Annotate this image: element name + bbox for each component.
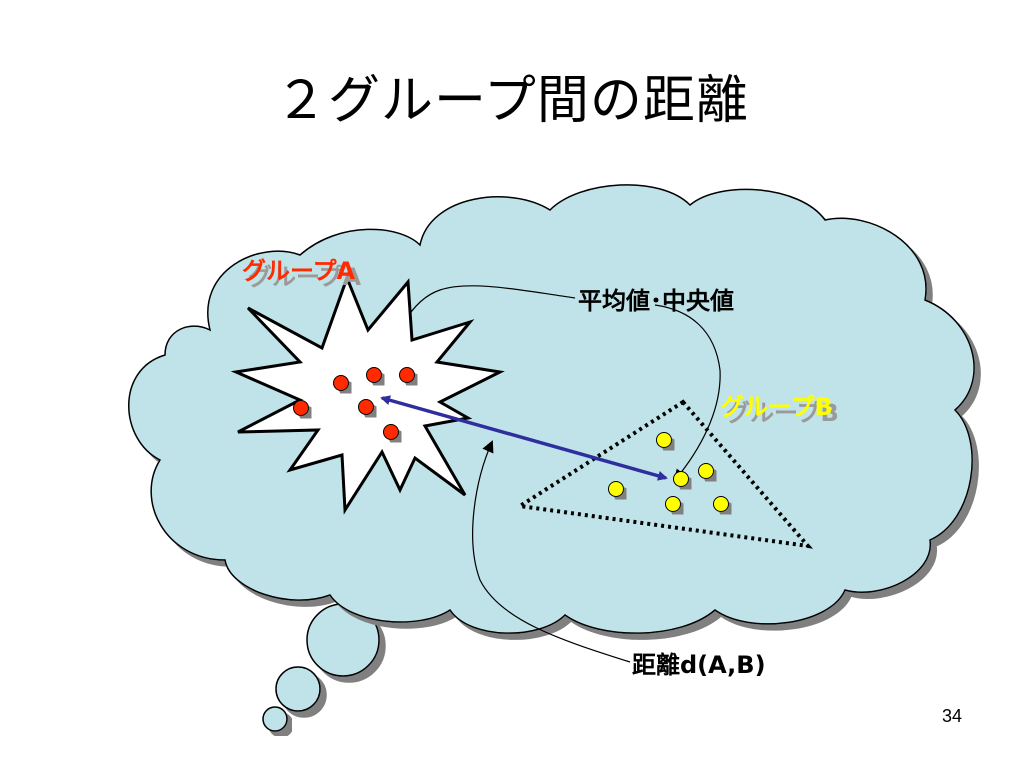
group-b-point [673, 471, 689, 487]
bubble-medium [275, 666, 321, 712]
group-a-point [383, 424, 399, 440]
group-a-point [358, 399, 374, 415]
group-a-label: グループA [242, 257, 356, 285]
group-b-point [665, 496, 681, 512]
bubble-small [262, 706, 288, 732]
distance-arrow [380, 395, 668, 481]
mean-callout-to-b [654, 304, 721, 482]
group-b-point [656, 432, 672, 448]
group-b-point [698, 463, 714, 479]
page-number: 34 [941, 706, 962, 726]
group-b-triangle [514, 399, 814, 549]
group-a-label-shadow: グループA [248, 263, 362, 291]
slide-title: ２グループ間の距離 [275, 71, 749, 131]
group-a-point [366, 367, 382, 383]
group-b-point [713, 496, 729, 512]
group-b-label: グループB [720, 393, 833, 421]
group-a-point [333, 375, 349, 391]
group-a-point [399, 367, 415, 383]
group-a-point [293, 400, 309, 416]
distance-callout [472, 440, 631, 663]
cloud-shape [128, 184, 975, 634]
group-a-points [293, 367, 415, 440]
thought-bubbles [262, 603, 380, 732]
group-b-point [608, 481, 624, 497]
mean-median-label: 平均値･中央値 [578, 287, 734, 315]
distance-label: 距離d(A,B) [632, 651, 766, 679]
group-b-label-shadow: グループB [726, 399, 839, 427]
